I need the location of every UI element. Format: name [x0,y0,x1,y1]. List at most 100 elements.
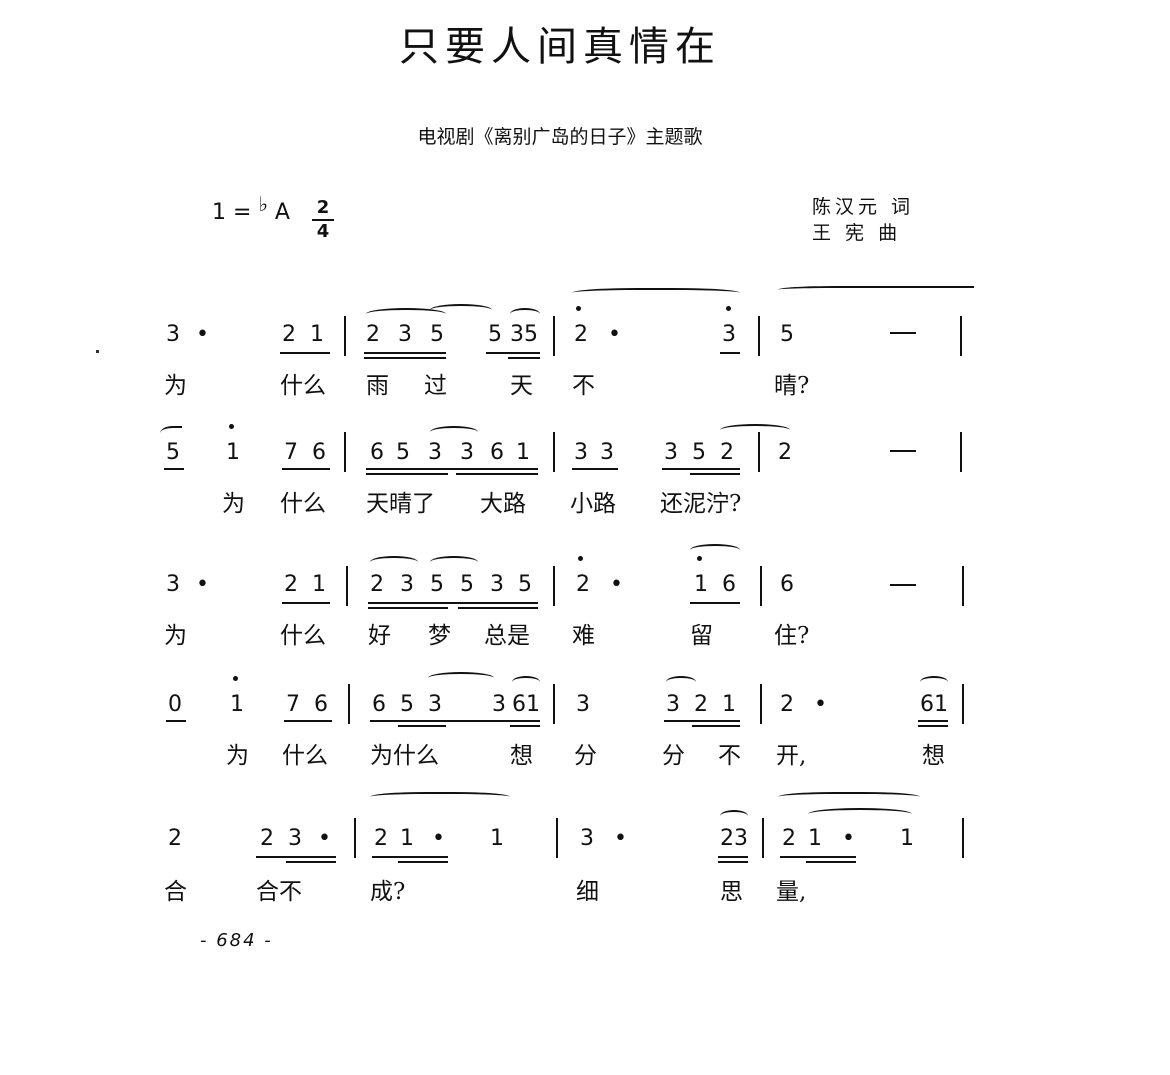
underline [164,468,184,470]
underline [486,352,540,354]
note: 3 [580,826,594,851]
note: 3 [400,572,414,597]
dot-note: • [432,826,445,851]
dot-note: • [842,826,855,851]
bar-line [553,684,555,724]
note: 1 [526,692,540,717]
lyric: 开, [776,743,807,769]
lyric: 大路 [480,491,526,517]
dot-note: • [196,322,209,347]
note: 3 [492,692,506,717]
hold-dash [890,332,916,334]
slur [720,810,748,822]
underline [508,357,540,359]
underline [510,725,540,727]
slur [512,676,540,688]
note: 3 [398,322,412,347]
underline [256,856,336,858]
note: 5 [396,440,410,465]
note: 5 [524,322,538,347]
underline [372,856,448,858]
note: 6 [722,572,736,597]
lyric: 分 [574,743,597,769]
note: 5 [460,572,474,597]
note: 7 [286,692,300,717]
hold-dash [890,584,916,586]
note: 1 [694,572,708,597]
page-number: - 684 - [200,930,273,951]
note: 6 [312,440,326,465]
time-signature-top: 2 [316,197,330,218]
note: 3 [666,692,680,717]
note: 2 [282,322,296,347]
lyric: 想 [510,743,533,769]
lyric: 量, [776,879,807,905]
hold-dash [890,450,916,452]
note: 3 [734,826,748,851]
note: 6 [372,692,386,717]
note: 1 [230,692,244,717]
underline [692,725,740,727]
note: 3 [664,440,678,465]
note: 6 [490,440,504,465]
note: 3 [576,692,590,717]
underline [572,468,618,470]
note: 1 [900,826,914,851]
lyric: 总是 [484,623,530,649]
bar-line [758,316,760,356]
note: 3 [574,440,588,465]
note: 1 [226,440,240,465]
note: 3 [166,322,180,347]
bar-line [760,684,762,724]
lyric: 过 [424,373,447,399]
underline [664,720,740,722]
underline [364,352,446,354]
underline [918,725,948,727]
lyric: 为 [226,743,249,769]
note: 6 [314,692,328,717]
bar-line [758,432,760,472]
underline [368,602,538,604]
note: 3 [428,440,442,465]
slur [510,308,540,320]
underline [398,725,446,727]
slur [666,676,696,688]
stray-mark [96,350,99,353]
lyric: 梦 [428,623,451,649]
lyric: 思 [720,879,743,905]
flat-sign: ♭ [258,192,268,216]
note: 2 [782,826,796,851]
underline [166,720,186,722]
note: 5 [518,572,532,597]
lyric: 想 [922,743,945,769]
note: 5 [400,692,414,717]
time-signature-divider [312,219,334,221]
bar-line [344,316,346,356]
note: 3 [166,572,180,597]
note: 1 [808,826,822,851]
note: 2 [284,572,298,597]
dot-note: • [610,572,623,597]
note: 1 [722,692,736,717]
bar-line [553,316,555,356]
lyric: 合不 [256,879,302,905]
dot-note: • [318,826,331,851]
time-signature: 2 4 [312,198,334,242]
note: 1 [516,440,530,465]
lyric: 天 [510,373,533,399]
note: 3 [428,692,442,717]
time-signature-bottom: 4 [316,221,330,242]
bar-line [762,818,764,858]
note: 3 [722,322,736,347]
lyric: 不 [718,743,741,769]
slur [370,556,418,568]
key-signature: 1 = ♭ A [212,192,290,225]
underline [690,602,740,604]
underline [370,720,540,722]
underline [366,468,538,470]
tie [720,424,790,436]
underline [366,473,448,475]
note: 2 [720,440,734,465]
note: 2 [366,322,380,347]
underline [458,607,538,609]
